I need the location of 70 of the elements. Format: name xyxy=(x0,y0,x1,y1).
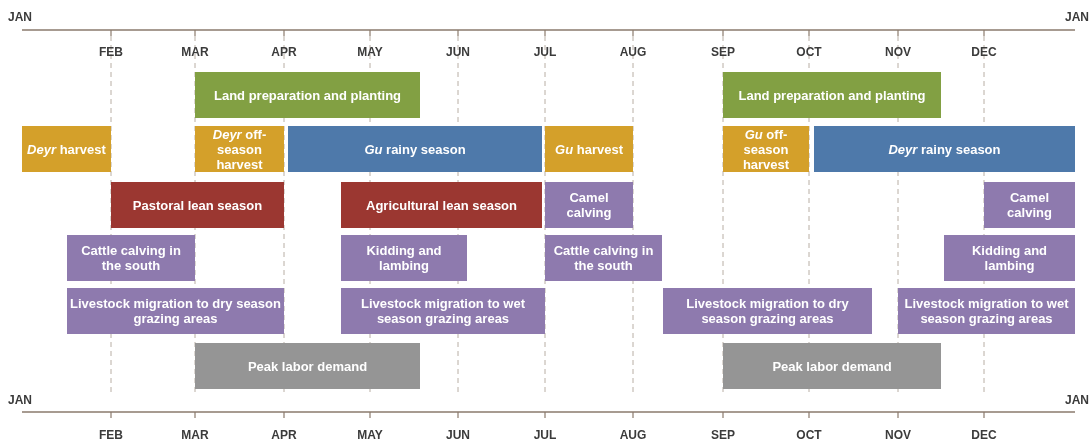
bar-label: Deyr rainy season xyxy=(888,141,1001,157)
bar-label: Livestock migration to dry season grazing areas xyxy=(685,296,850,326)
month-label: NOV xyxy=(885,428,911,441)
month-label: JAN xyxy=(8,393,32,407)
activity-bar xyxy=(663,288,872,334)
bar-label: Deyr harvest xyxy=(27,141,106,157)
month-label: OCT xyxy=(796,45,822,59)
activity-bar xyxy=(22,126,111,172)
activity-bar xyxy=(545,126,633,172)
bar-label: Gu rainy season xyxy=(364,141,466,157)
bar-label: Agricultural lean season xyxy=(366,197,517,213)
month-label: APR xyxy=(271,45,297,59)
bar-label: Cattle calving in the south xyxy=(552,243,655,273)
bar-label: Livestock migration to wet season grazing areas xyxy=(360,296,526,326)
activity-bar xyxy=(288,126,542,172)
month-label: AUG xyxy=(619,45,647,59)
month-label: JUL xyxy=(533,428,557,441)
month-label: JAN xyxy=(1065,393,1089,407)
month-label: DEC xyxy=(971,45,997,59)
month-label: JAN xyxy=(1065,10,1089,24)
bar-label: Kidding and lambing xyxy=(970,243,1049,273)
activity-bar xyxy=(545,182,633,228)
bar-label: Pastoral lean season xyxy=(132,197,263,213)
activity-bar xyxy=(723,72,941,118)
bar-label: Peak labor demand xyxy=(247,358,368,374)
bar-label: Kidding and lambing xyxy=(365,243,443,273)
month-label: JUN xyxy=(446,45,470,59)
bar-label: Gu off-season harvest xyxy=(741,126,791,172)
month-label: OCT xyxy=(796,428,822,441)
month-label: SEP xyxy=(711,45,735,59)
month-label: NOV xyxy=(885,45,911,59)
activity-bar xyxy=(195,72,420,118)
month-label: JUL xyxy=(533,45,557,59)
activity-bar xyxy=(341,288,545,334)
bar-label: Livestock migration to wet season grazing areas xyxy=(903,296,1070,326)
month-label: JAN xyxy=(8,10,32,24)
bar-label: Camel calving xyxy=(1006,190,1053,220)
month-label: MAY xyxy=(357,45,383,59)
activity-bar xyxy=(195,343,420,389)
month-label: MAR xyxy=(181,428,209,441)
activity-bar xyxy=(898,288,1075,334)
month-label: MAY xyxy=(357,428,383,441)
activity-bar xyxy=(984,182,1075,228)
month-label: MAR xyxy=(181,45,209,59)
month-label: SEP xyxy=(711,428,735,441)
bar-label: Land preparation and planting xyxy=(213,87,402,103)
month-label: FEB xyxy=(99,428,123,441)
activity-bar xyxy=(723,343,941,389)
bar-label: Cattle calving in the south xyxy=(80,243,182,273)
month-label: DEC xyxy=(971,428,997,441)
month-label: JUN xyxy=(446,428,470,441)
bar-label: Livestock migration to dry season grazing areas xyxy=(70,296,281,326)
bar-label: Camel calving xyxy=(565,190,613,220)
bar-label: Gu harvest xyxy=(555,141,623,157)
bar-label: Deyr off-season harvest xyxy=(211,126,268,172)
activity-bar xyxy=(545,235,662,281)
activity-bar xyxy=(67,288,284,334)
month-label: APR xyxy=(271,428,297,441)
activity-bar xyxy=(341,235,467,281)
bar-label: Land preparation and planting xyxy=(738,87,926,103)
activity-bar xyxy=(67,235,195,281)
activity-bar xyxy=(723,126,809,172)
month-label: AUG xyxy=(619,428,647,441)
bar-label: Peak labor demand xyxy=(772,358,892,374)
activity-bar xyxy=(111,182,284,228)
activity-bar xyxy=(341,182,542,228)
activity-bar xyxy=(814,126,1075,172)
activity-bar xyxy=(195,126,284,172)
activity-bar xyxy=(944,235,1075,281)
month-label: FEB xyxy=(99,45,123,59)
